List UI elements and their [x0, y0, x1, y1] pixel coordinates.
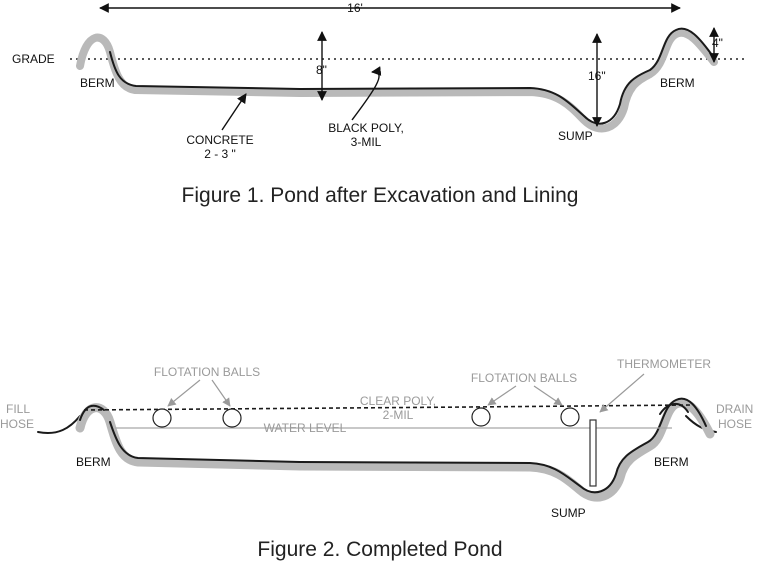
concrete-label-line2: 2 - 3 "	[204, 147, 236, 161]
flotation-left-pointer-b	[211, 379, 231, 407]
black-poly-label-line2: 3-MIL	[351, 135, 382, 149]
figure-2-caption: Figure 2. Completed Pond	[257, 538, 502, 561]
drain-hose-label-line1: DRAIN	[716, 402, 753, 416]
thermometer-pointer	[599, 373, 645, 413]
figure-1: 16' GRADE 8" 16" 4" BERM BERM SUMP CONCR…	[12, 1, 748, 207]
pond-poly-liner	[109, 397, 707, 494]
black-poly-label-line1: BLACK POLY,	[328, 121, 404, 135]
sump-label: SUMP	[551, 506, 586, 520]
flotation-ball	[222, 408, 242, 428]
concrete-pointer	[221, 93, 247, 131]
flotation-ball	[560, 407, 580, 427]
fill-hose-label-line1: FILL	[6, 402, 30, 416]
thermometer	[589, 419, 597, 487]
drain-hose-label-line2: HOSE	[718, 417, 752, 431]
sump-label: SUMP	[558, 129, 593, 143]
water-level-label: WATER LEVEL	[264, 421, 347, 435]
flotation-balls-right-label: FLOTATION BALLS	[471, 371, 577, 385]
depth-8-label: 8"	[316, 63, 327, 77]
clear-poly-cover	[83, 404, 691, 411]
berm-right-label: BERM	[654, 455, 689, 469]
berm-left-label: BERM	[80, 76, 115, 90]
flotation-ball	[152, 408, 172, 428]
flotation-ball	[471, 407, 491, 427]
berm-left-mound	[79, 404, 105, 421]
flotation-balls-left-label: FLOTATION BALLS	[154, 365, 260, 379]
flotation-right-pointer-a	[487, 385, 517, 406]
depth-16-label: 16"	[588, 69, 606, 83]
width-label: 16'	[347, 1, 363, 15]
clear-poly-label-line2: 2-MIL	[383, 408, 414, 422]
thermometer-label: THERMOMETER	[617, 357, 711, 371]
flotation-right-pointer-b	[533, 385, 563, 406]
figure-2: FILL HOSE DRAIN HOSE WATER LEVEL CLEAR P…	[0, 357, 753, 561]
berm-right-label: BERM	[660, 76, 695, 90]
black-poly-pointer	[351, 66, 382, 121]
grade-label: GRADE	[12, 52, 55, 66]
berm-right-mound	[659, 403, 689, 415]
fill-hose-label-line2: HOSE	[0, 417, 34, 431]
flotation-left-pointer-a	[167, 379, 201, 407]
concrete-label-line1: CONCRETE	[186, 133, 253, 147]
concrete-liner	[76, 28, 718, 133]
clear-poly-label-line1: CLEAR POLY,	[360, 394, 436, 408]
depth-4-label: 4"	[712, 36, 723, 50]
black-poly-liner	[109, 27, 715, 125]
figure-1-caption: Figure 1. Pond after Excavation and Lini…	[182, 184, 579, 207]
berm-left-label: BERM	[76, 455, 111, 469]
fill-hose	[37, 415, 81, 434]
